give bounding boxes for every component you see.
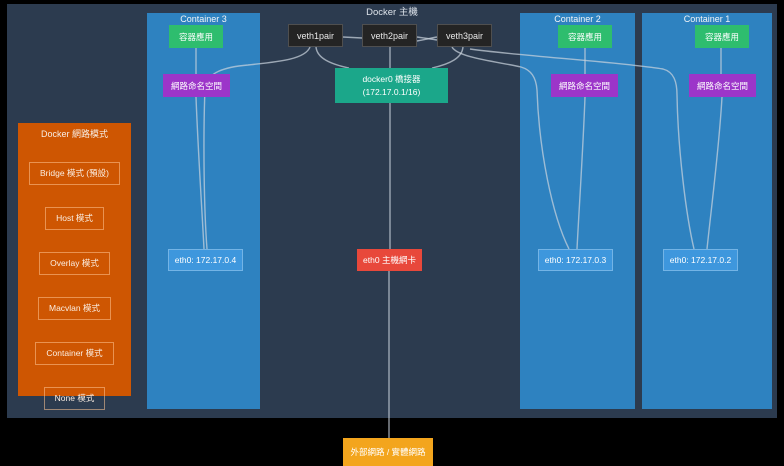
bridge-cidr: (172.17.0.1/16) <box>362 86 421 97</box>
container3-eth-node: eth0: 172.17.0.4 <box>168 249 243 271</box>
container2-namespace-node: 網路命名空間 <box>551 74 618 97</box>
container3-namespace-node: 網路命名空間 <box>163 74 230 97</box>
bridge-name: docker0 橋接器 <box>362 73 421 84</box>
container2-app-node: 容器應用 <box>558 25 612 48</box>
external-network-node: 外部網路 / 實體網路 <box>343 438 433 466</box>
veth1pair-node: veth1pair <box>288 24 343 47</box>
docker0-bridge-node: docker0 橋接器 (172.17.0.1/16) <box>335 68 448 103</box>
veth3pair-node: veth3pair <box>437 24 492 47</box>
veth2pair-node: veth2pair <box>362 24 417 47</box>
container2-column <box>520 13 635 409</box>
mode-item-overlay: Overlay 模式 <box>39 252 110 275</box>
container1-namespace-node: 網路命名空間 <box>689 74 756 97</box>
container1-app-node: 容器應用 <box>695 25 749 48</box>
network-modes-title: Docker 網路模式 <box>40 129 108 139</box>
host-nic-node: eth0 主機網卡 <box>357 249 422 271</box>
container1-label: Container 1 <box>683 14 731 24</box>
container3-column <box>147 13 260 409</box>
container1-eth-node: eth0: 172.17.0.2 <box>663 249 738 271</box>
network-modes-panel: Docker 網路模式 Bridge 模式 (預設) Host 模式 Overl… <box>18 123 131 410</box>
docker-host-title: Docker 主機 <box>366 7 418 18</box>
mode-item-container: Container 模式 <box>35 342 114 365</box>
mode-item-macvlan: Macvlan 模式 <box>37 297 111 320</box>
mode-item-none: None 模式 <box>43 387 106 410</box>
container3-label: Container 3 <box>180 14 227 24</box>
mode-item-bridge: Bridge 模式 (預設) <box>29 162 120 185</box>
container3-app-node: 容器應用 <box>169 25 223 48</box>
mode-item-host: Host 模式 <box>45 207 104 230</box>
container1-column <box>642 13 772 409</box>
container2-eth-node: eth0: 172.17.0.3 <box>538 249 613 271</box>
container2-label: Container 2 <box>554 14 601 24</box>
